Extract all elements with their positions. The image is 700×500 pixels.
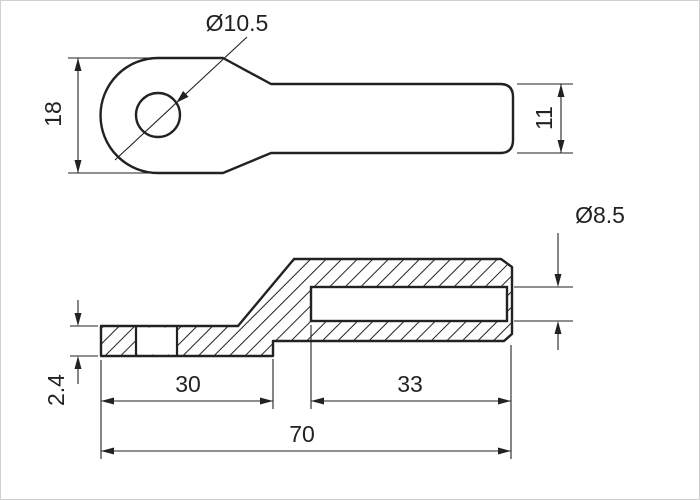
arrowhead-left xyxy=(311,397,324,405)
bore-depth-label: 33 xyxy=(397,371,423,397)
arrowhead-right xyxy=(260,397,273,405)
top-view: Ø10.5 18 11 xyxy=(40,10,573,175)
dim-overall-length: 70 xyxy=(101,421,511,455)
dim-eyelet-height: 18 xyxy=(40,57,153,174)
arrowhead-up xyxy=(554,321,562,334)
arrowhead-down xyxy=(74,313,82,326)
arrowhead-left xyxy=(101,447,114,455)
arrowhead-right xyxy=(498,447,511,455)
dim-tab-thickness: 2.4 xyxy=(43,300,98,406)
hole-diameter-label: Ø10.5 xyxy=(206,10,269,36)
arrowhead-right xyxy=(498,397,511,405)
arrowhead-down xyxy=(557,140,565,153)
leader-arrowhead xyxy=(176,91,189,103)
part-section-outline xyxy=(99,257,514,358)
eyelet-hole xyxy=(134,91,182,139)
arrowhead-down xyxy=(74,160,82,173)
arrowhead-down xyxy=(554,274,562,287)
arrowhead-up xyxy=(74,58,82,71)
shank-height-label: 11 xyxy=(531,106,557,130)
tab-hole-gap xyxy=(136,327,177,355)
tab-length-label: 30 xyxy=(175,371,201,397)
arrowhead-up xyxy=(557,84,565,97)
dim-shank-height: 11 xyxy=(517,83,573,154)
dim-bore-depth: 33 xyxy=(310,325,512,459)
eyelet-height-label: 18 xyxy=(40,101,66,127)
dim-tab-length: 30 xyxy=(100,359,274,459)
bore-diameter-label: Ø8.5 xyxy=(575,202,625,228)
dim-hole-diameter: Ø10.5 xyxy=(114,10,269,161)
dim-bore-diameter: Ø8.5 xyxy=(514,202,625,350)
section-view: Ø8.5 2.4 30 xyxy=(43,202,625,459)
arrowhead-left xyxy=(101,397,114,405)
arrowhead-up xyxy=(74,356,82,369)
bore-cavity xyxy=(309,285,509,323)
tab-thickness-label: 2.4 xyxy=(43,374,69,406)
overall-length-label: 70 xyxy=(289,421,315,447)
